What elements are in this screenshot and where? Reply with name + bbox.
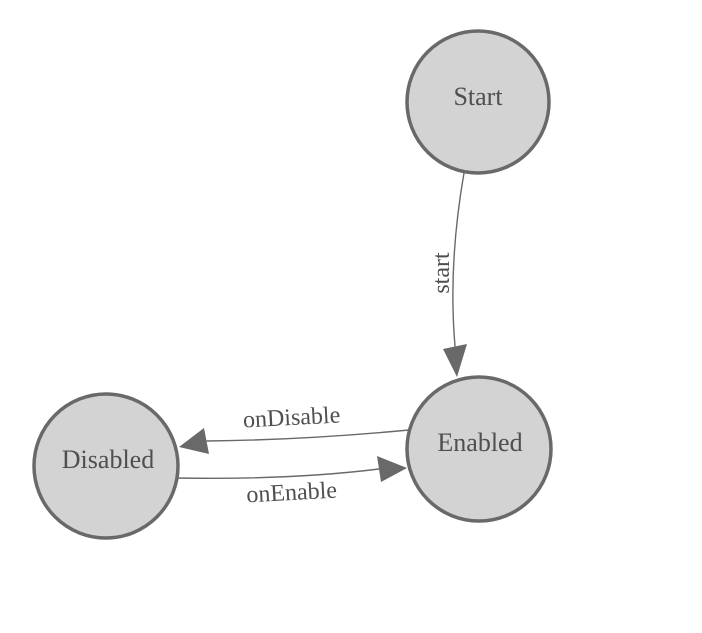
arrowhead-icon — [179, 428, 209, 454]
edge-line-start — [452, 172, 465, 347]
arrowhead-icon — [443, 344, 467, 377]
state-label-disabled: Disabled — [62, 445, 154, 474]
transition-start-to-enabled: start — [429, 172, 467, 377]
state-circle-disabled[interactable] — [32, 392, 180, 540]
state-node-enabled[interactable]: Enabled — [405, 375, 553, 523]
edge-label-start: start — [429, 252, 455, 294]
state-label-start: Start — [453, 82, 503, 111]
state-label-enabled: Enabled — [437, 428, 522, 457]
transition-disabled-to-enabled: onEnable — [177, 456, 407, 509]
state-node-disabled[interactable]: Disabled — [32, 392, 180, 540]
edge-line-ondisable — [206, 429, 410, 442]
edge-line-onenable — [177, 468, 380, 480]
state-circle-start[interactable] — [405, 29, 551, 175]
state-node-start[interactable]: Start — [405, 29, 551, 175]
edge-label-onenable: onEnable — [246, 478, 338, 509]
arrowhead-icon — [377, 456, 407, 482]
state-circle-enabled[interactable] — [405, 375, 553, 523]
transition-enabled-to-disabled: onDisable — [179, 402, 410, 454]
edge-label-ondisable: onDisable — [242, 402, 341, 433]
